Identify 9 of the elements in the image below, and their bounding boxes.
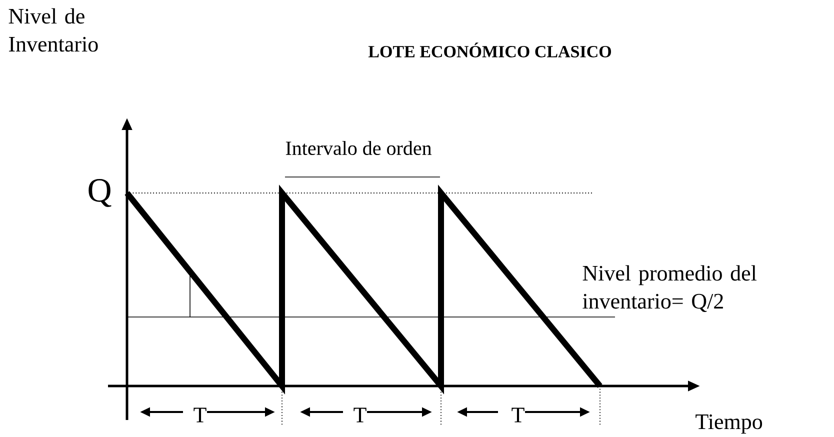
period-label: T: [194, 408, 206, 422]
average-label: Nivel promedio del inventario= Q/2: [582, 265, 757, 312]
interval-label: Intervalo de orden: [286, 140, 432, 156]
axis-label: Tiempo: [696, 414, 762, 434]
axis-label: Nivel de Inventario: [8, 8, 98, 52]
period-label: T: [354, 408, 366, 422]
level-label: Q: [88, 179, 112, 207]
period-label: T: [512, 408, 524, 422]
chart-title: LOTE ECONÓMICO CLASICO: [368, 42, 612, 58]
